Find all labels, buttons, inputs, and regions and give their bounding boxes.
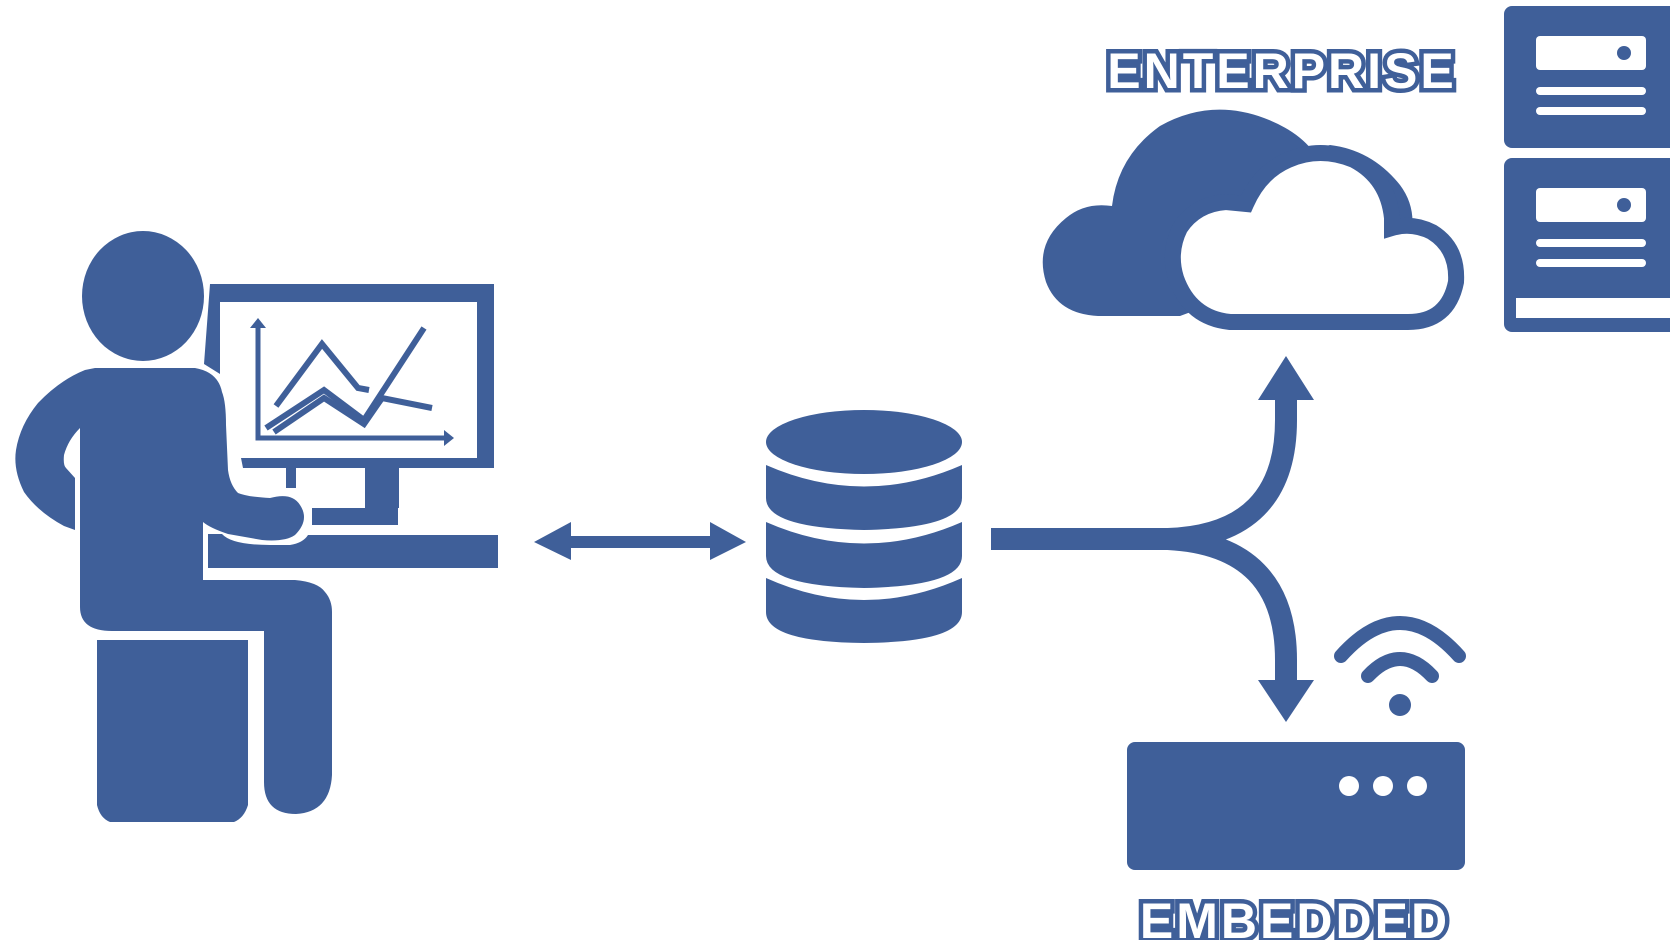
wifi-arc-inner [1361,652,1439,683]
monitor-stand [365,468,399,508]
device-led-1 [1339,776,1359,796]
embedded-device-icon [1127,742,1465,870]
monitor-neck [286,468,296,488]
arrow-left-head [534,522,571,560]
monitor-base [312,508,398,525]
label-embedded-outline: EMBEDDED [1135,889,1451,940]
server-slot-2b [1536,259,1646,267]
device-led-3 [1407,776,1427,796]
person-torso [15,368,332,814]
server-led-2 [1617,198,1631,212]
server-base-stripe [1516,298,1670,318]
label-embedded: EMBEDDED [1140,893,1450,940]
monitor-icon [204,284,498,568]
person-head [82,231,204,361]
database-layer-1 [766,465,962,530]
split-arrow-line [991,400,1297,680]
server-drive-1 [1536,36,1646,70]
chart-series-1 [273,339,370,408]
device-led-2 [1373,776,1393,796]
cloud-icon [1042,109,1465,330]
wifi-arc-outer [1334,616,1466,663]
chart-axes [255,326,446,441]
line-chart-icon [250,318,454,446]
label-enterprise: ENTERPRISE [1107,43,1457,99]
split-arrow-icon [991,356,1314,722]
server-slot-1b [1536,107,1646,115]
arrow-up-head [1258,356,1314,400]
wifi-dot [1389,694,1411,716]
person-at-computer-icon [15,231,332,822]
database-top [766,410,962,474]
bidirectional-arrow-icon [534,522,746,560]
device-body [1127,742,1465,870]
arrow-shaft [568,536,714,548]
chart-axis-arrow-x [444,430,454,446]
arrow-right-head [710,522,746,560]
desk [208,534,498,568]
server-led-1 [1617,46,1631,60]
server-drive-2 [1536,188,1646,222]
person-leg [97,640,248,822]
label-enterprise-outline: ENTERPRISE [1103,39,1459,104]
server-slot-1a [1536,87,1646,95]
arrow-down-head [1258,680,1314,722]
database-layer-2 [766,522,962,588]
chart-series-2 [264,326,427,431]
server-slot-2a [1536,239,1646,247]
database-layer-3 [766,578,962,643]
server-rack-icon [1504,6,1670,332]
chart-axis-arrow-y [250,318,266,328]
chart-series-3 [272,394,433,435]
server-unit-1 [1504,6,1670,148]
wifi-icon [1334,616,1466,716]
cloud-front [1164,145,1465,330]
database-icon [766,410,962,643]
